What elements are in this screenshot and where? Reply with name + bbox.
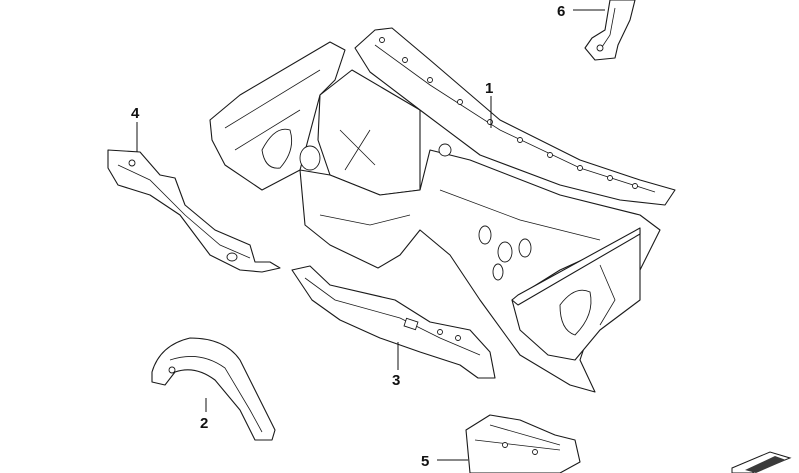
part-6-pillar[interactable] (584, 0, 636, 61)
callout-1: 1 (485, 80, 493, 97)
corner-arrow-icon (731, 451, 792, 473)
part-3-rail[interactable] (291, 265, 496, 379)
callout-3: 3 (392, 372, 400, 389)
part-4-bracket[interactable] (107, 149, 281, 273)
callout-4: 4 (131, 105, 140, 122)
callout-2: 2 (200, 415, 208, 432)
callout-6: 6 (557, 3, 565, 20)
callout-5: 5 (421, 453, 429, 470)
part-1-bulkhead[interactable] (209, 27, 676, 393)
part-5-bracket[interactable] (465, 414, 581, 473)
part-2-arch[interactable] (151, 337, 276, 441)
